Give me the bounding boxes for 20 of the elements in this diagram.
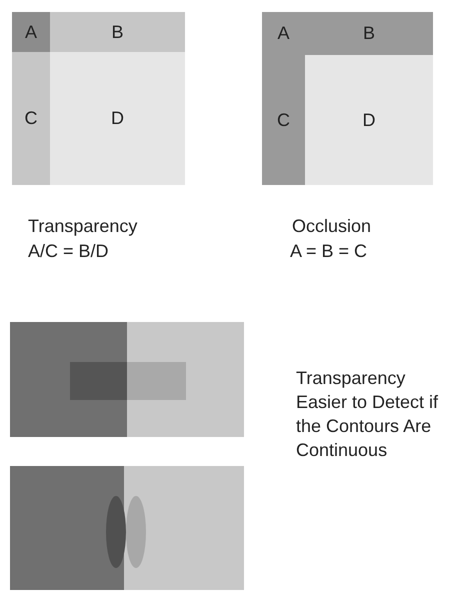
region-tile <box>262 55 305 185</box>
region-letter: C <box>277 110 290 130</box>
region-letter: C <box>24 108 38 129</box>
caption-text: Occlusion <box>292 215 372 238</box>
region-tile <box>305 55 433 185</box>
region-tile <box>305 12 433 55</box>
region-letter: B <box>111 22 124 42</box>
region-tile <box>50 52 185 185</box>
region-letter: D <box>111 108 124 129</box>
region-letter: D <box>362 110 376 130</box>
equation-text: A = B = C <box>290 240 368 263</box>
region-tile <box>12 12 50 52</box>
note-text: Transparency Easier to Detect if the Contours Are Continuous <box>296 367 440 462</box>
region-tile <box>50 12 185 52</box>
region-tile <box>12 52 50 185</box>
caption-text: Transparency <box>28 215 138 238</box>
region-letter: A <box>24 22 37 42</box>
region-letter: B <box>362 23 375 44</box>
region-letter: A <box>277 23 290 44</box>
equation-text: A/C = B/D <box>28 240 109 263</box>
